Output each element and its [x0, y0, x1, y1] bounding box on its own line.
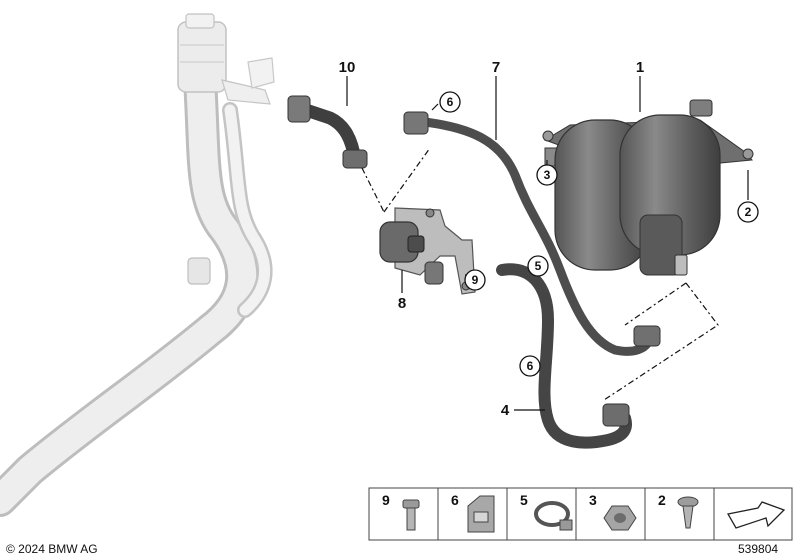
- svg-text:3: 3: [544, 168, 551, 182]
- legend-cell-5: 5: [520, 492, 573, 531]
- valve-part-8: [379, 207, 476, 295]
- hose-clamp-icon: [534, 501, 573, 531]
- svg-text:9: 9: [382, 492, 390, 508]
- svg-text:2: 2: [745, 205, 752, 219]
- svg-text:3: 3: [589, 492, 597, 508]
- circled-callout-6b: 6: [519, 355, 541, 377]
- callout-8: 8: [398, 295, 406, 312]
- circled-callout-3: 3: [536, 164, 558, 186]
- hardware-legend: 9 6 5 3: [368, 487, 793, 541]
- leader-lines: [346, 76, 749, 411]
- svg-text:5: 5: [520, 492, 528, 508]
- assembly-lines: [361, 147, 719, 401]
- legend-cell-9: 9: [382, 492, 420, 531]
- svg-text:6: 6: [451, 492, 459, 508]
- callout-10: 10: [339, 59, 356, 76]
- svg-text:2: 2: [658, 492, 666, 508]
- nut-icon: [603, 505, 637, 531]
- svg-text:6: 6: [527, 359, 534, 373]
- circled-callout-2: 2: [737, 201, 759, 223]
- vent-line-part-7: [403, 111, 661, 356]
- arrow-icon: [726, 501, 786, 529]
- svg-text:6: 6: [447, 95, 454, 109]
- legend-cell-6: 6: [451, 492, 495, 533]
- screw-icon: [677, 496, 699, 529]
- svg-text:9: 9: [472, 273, 479, 287]
- carbon-canister-part-1: [542, 99, 754, 276]
- clip-icon: [467, 495, 495, 533]
- legend-cell-2: 2: [658, 492, 699, 529]
- copyright-text: © 2024 BMW AG: [6, 542, 98, 556]
- callout-7: 7: [492, 59, 500, 76]
- legend-cell-3: 3: [589, 492, 637, 531]
- circled-callout-6a: 6: [439, 91, 461, 113]
- vent-line-part-4: [496, 263, 632, 449]
- circled-callout-5: 5: [527, 255, 549, 277]
- svg-text:5: 5: [535, 259, 542, 273]
- vent-hose-part-10: [287, 95, 368, 169]
- diagram-number: 539804: [738, 542, 778, 556]
- callout-1: 1: [636, 59, 644, 76]
- fuel-filler-pipe: [0, 13, 275, 517]
- circled-callout-9: 9: [464, 269, 486, 291]
- bolt-icon: [402, 499, 420, 531]
- callout-4: 4: [501, 402, 510, 419]
